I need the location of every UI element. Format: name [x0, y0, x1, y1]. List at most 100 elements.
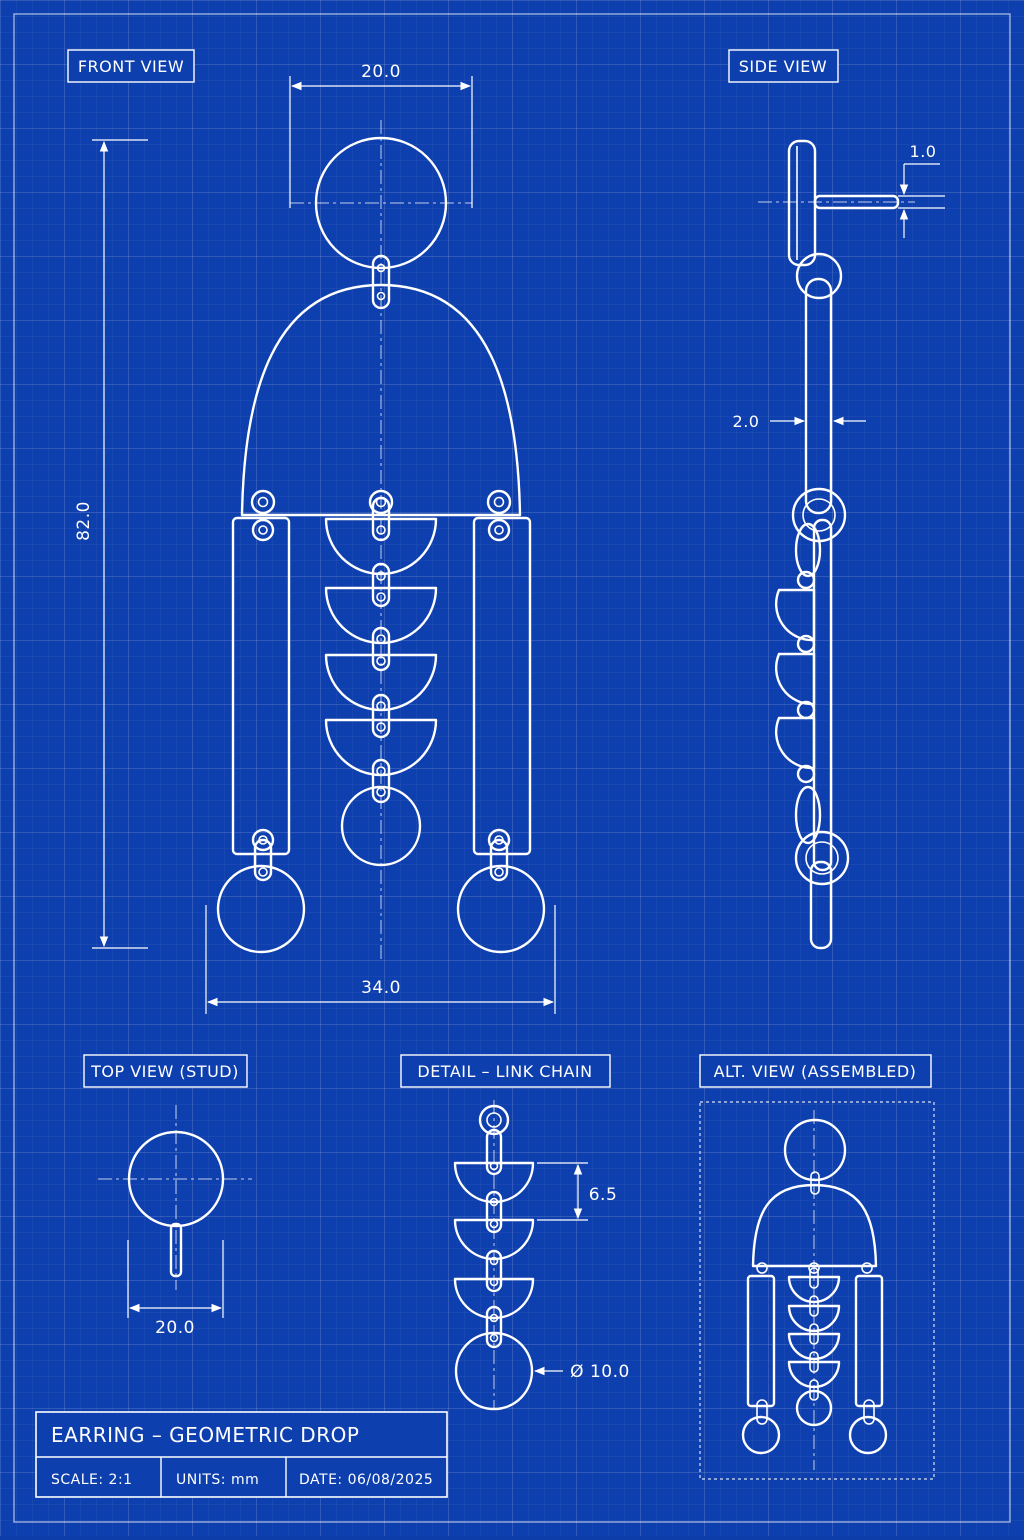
- ring-hole: [376, 525, 386, 535]
- alt-left-bar: [746, 1274, 776, 1408]
- dim-pin-text: 1.0: [910, 142, 937, 161]
- link-ring: [486, 489, 512, 515]
- ring-hole: [489, 1277, 499, 1287]
- link-ring: [250, 489, 276, 515]
- side-half-moon: [774, 588, 816, 642]
- detail-half-moon-1: [453, 1161, 535, 1204]
- title-block-frame: [35, 1411, 448, 1498]
- side-ring: [794, 522, 822, 578]
- top-stud-disc: [127, 1130, 225, 1228]
- ring-hole: [376, 634, 386, 644]
- dim-diameter-text: Ø 10.0: [570, 1362, 630, 1382]
- arch-panel: [240, 283, 522, 517]
- left-drop-disc: [216, 864, 306, 954]
- title-block-date: DATE: 06/08/2025: [299, 1472, 433, 1488]
- jump-ring: [485, 1190, 503, 1234]
- side-half-moon: [774, 652, 816, 706]
- half-moon-2: [324, 586, 438, 645]
- ring-hole: [489, 1161, 499, 1171]
- jump-ring: [371, 562, 391, 608]
- ring-hole: [376, 722, 386, 732]
- alt-view: ALT. VIEW (ASSEMBLED): [699, 1054, 935, 1480]
- half-moon-4: [324, 718, 438, 777]
- detail-drop-disc: [454, 1331, 534, 1411]
- alt-view-frame: [699, 1101, 935, 1480]
- ring-hole: [489, 1256, 499, 1266]
- front-view-label: FRONT VIEW: [78, 57, 184, 76]
- side-drop-disc: [809, 860, 833, 950]
- top-view: TOP VIEW (STUD) 20.0: [83, 1054, 252, 1338]
- alt-arch-panel: [751, 1183, 878, 1268]
- ring-hole: [489, 1313, 499, 1323]
- side-stud-disc: [787, 139, 817, 267]
- ring-hole: [257, 496, 269, 508]
- alt-left-disc: [741, 1415, 781, 1455]
- alt-link-ring: [756, 1262, 768, 1274]
- top-view-label-box: [83, 1054, 248, 1088]
- dim-height-text: 82.0: [74, 501, 94, 541]
- side-arch-edge: [804, 277, 833, 515]
- dim-stud-width-text: 20.0: [361, 62, 401, 82]
- title-block-title: EARRING – GEOMETRIC DROP: [51, 1423, 359, 1447]
- alt-half-moon: [787, 1360, 841, 1389]
- detail-view-label: DETAIL – LINK CHAIN: [417, 1062, 592, 1081]
- alt-stud-disc: [783, 1118, 847, 1182]
- alt-half-moon: [787, 1332, 841, 1361]
- side-bar: [812, 518, 833, 872]
- side-center-disc: [794, 785, 822, 845]
- alt-jump-ring: [810, 1171, 820, 1195]
- dim-total-width-text: 34.0: [361, 978, 401, 998]
- jump-ring: [485, 1305, 503, 1349]
- front-view-label-box: [67, 49, 195, 83]
- alt-right-bar: [854, 1274, 884, 1408]
- link-ring: [487, 828, 511, 852]
- alt-link-ring: [808, 1262, 820, 1274]
- dim-top-width-text: 20.0: [155, 1318, 195, 1338]
- jump-ring: [371, 254, 391, 310]
- detail-top-ring-inner: [486, 1112, 502, 1128]
- link-ring: [487, 518, 511, 542]
- side-view-label: SIDE VIEW: [739, 57, 827, 76]
- alt-center-disc: [795, 1389, 833, 1427]
- side-ring: [791, 487, 847, 543]
- ring-hole: [376, 592, 386, 602]
- left-bar: [231, 516, 291, 856]
- ring-hole: [489, 1219, 499, 1229]
- ring-hole: [376, 766, 386, 776]
- half-moon-3: [324, 653, 438, 712]
- alt-jump-ring: [809, 1267, 819, 1289]
- detail-view-label-box: [400, 1054, 611, 1088]
- detail-top-ring: [478, 1104, 510, 1136]
- title-block-units: UNITS: mm: [176, 1472, 259, 1488]
- title-block-scale: SCALE: 2:1: [51, 1472, 133, 1488]
- ring-hole: [376, 263, 386, 273]
- jump-ring: [253, 838, 273, 882]
- jump-ring: [485, 1128, 503, 1176]
- jump-ring: [371, 693, 391, 739]
- side-ring-inner: [805, 841, 839, 875]
- ring-hole: [258, 525, 268, 535]
- ring-hole: [258, 867, 268, 877]
- ring-hole: [494, 525, 504, 535]
- link-ring: [368, 489, 394, 515]
- alt-jump-ring: [863, 1399, 875, 1425]
- alt-jump-ring: [809, 1323, 819, 1345]
- ring-hole: [376, 656, 386, 666]
- alt-view-label: ALT. VIEW (ASSEMBLED): [714, 1062, 917, 1081]
- front-view: FRONT VIEW 20.0: [67, 49, 556, 1014]
- ring-hole: [376, 701, 386, 711]
- alt-jump-ring: [809, 1379, 819, 1401]
- alt-right-disc: [848, 1415, 888, 1455]
- alt-link-ring: [861, 1262, 873, 1274]
- side-view: SIDE VIEW 1.0 2.0: [728, 49, 945, 950]
- link-ring: [251, 828, 275, 852]
- ring-hole: [493, 496, 505, 508]
- ring-hole: [494, 867, 504, 877]
- jump-ring: [489, 838, 509, 882]
- ring-hole: [376, 291, 386, 301]
- alt-view-label-box: [699, 1054, 932, 1088]
- jump-ring: [371, 626, 391, 672]
- side-half-moon: [774, 716, 816, 770]
- sheet-border: [13, 13, 1011, 1523]
